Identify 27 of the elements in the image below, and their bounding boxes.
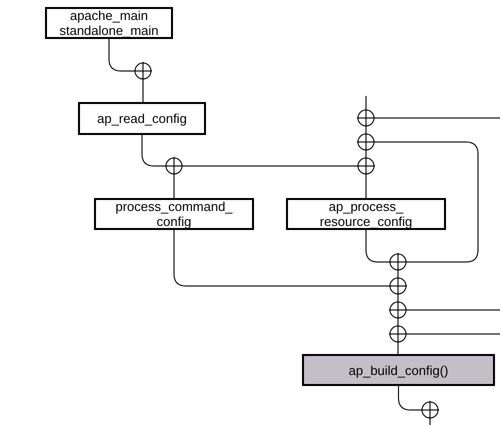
junction-symbol [389, 301, 407, 319]
junction-symbol [357, 109, 375, 127]
junction-symbol [165, 157, 183, 175]
function-name: ap_read_config [97, 111, 187, 126]
function-name: apache_main standalone_main [58, 8, 160, 38]
connector-line [398, 386, 422, 410]
junction-symbol [134, 62, 152, 80]
junction-symbol [389, 325, 407, 343]
junction-symbol [389, 277, 407, 295]
junction-symbol [357, 157, 375, 175]
junction-symbol [421, 401, 439, 419]
function-name: process_command_ config [115, 199, 233, 229]
function-name: ap_build_config() [348, 362, 448, 378]
function-box [94, 198, 254, 230]
connector-line [142, 80, 144, 102]
connector-line [366, 230, 390, 262]
connector-line [108, 38, 134, 72]
function-box [45, 7, 173, 39]
junction-symbol [389, 253, 407, 271]
connector-line [374, 142, 478, 262]
function-name: ap_process_ resource_config [318, 199, 414, 229]
function-box [302, 354, 495, 386]
function-box [286, 198, 446, 230]
connector-line [174, 230, 390, 286]
function-box [78, 102, 206, 135]
junction-symbol [357, 133, 375, 151]
connector-line [142, 134, 166, 166]
